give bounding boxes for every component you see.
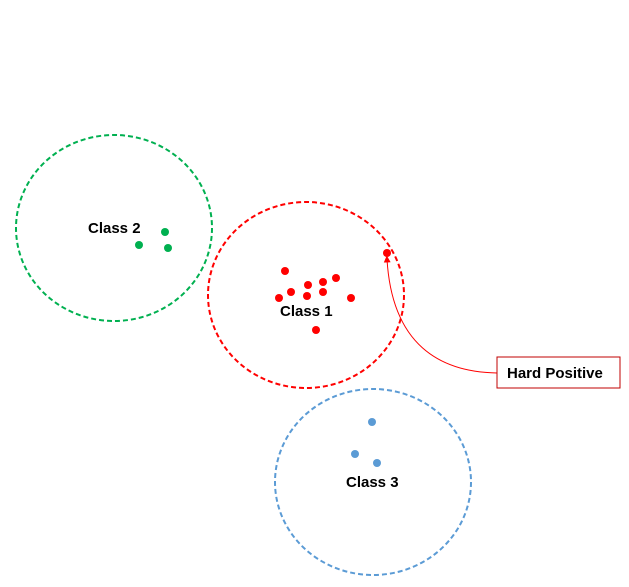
point-class-1 xyxy=(281,267,289,275)
point-class-1 xyxy=(275,294,283,302)
point-class-1 xyxy=(303,292,311,300)
point-class-2 xyxy=(161,228,169,236)
point-hard-positive xyxy=(383,249,391,257)
point-class-3 xyxy=(351,450,359,458)
cluster-boundary-class-3 xyxy=(274,388,472,576)
callout-box xyxy=(496,356,621,389)
cluster-boundary-class-1 xyxy=(207,201,405,389)
cluster-label-class-3: Class 3 xyxy=(346,474,399,491)
point-class-2 xyxy=(164,244,172,252)
point-class-1 xyxy=(347,294,355,302)
point-class-1 xyxy=(287,288,295,296)
hard-positive-callout: Hard Positive xyxy=(383,255,621,389)
callout-label: Hard Positive xyxy=(507,365,603,382)
cluster-class-1: Class 1 xyxy=(207,201,405,389)
point-class-2 xyxy=(135,241,143,249)
cluster-label-class-1: Class 1 xyxy=(280,303,333,320)
point-class-1 xyxy=(312,326,320,334)
cluster-boundary-class-2 xyxy=(15,134,213,322)
cluster-class-2: Class 2 xyxy=(15,134,213,322)
point-class-3 xyxy=(368,418,376,426)
callout-arrow xyxy=(383,255,498,374)
point-class-1 xyxy=(319,288,327,296)
point-class-1 xyxy=(319,278,327,286)
cluster-label-class-2: Class 2 xyxy=(88,220,141,237)
point-class-3 xyxy=(373,459,381,467)
point-class-1 xyxy=(332,274,340,282)
cluster-class-3: Class 3 xyxy=(274,388,472,576)
point-class-1 xyxy=(304,281,312,289)
